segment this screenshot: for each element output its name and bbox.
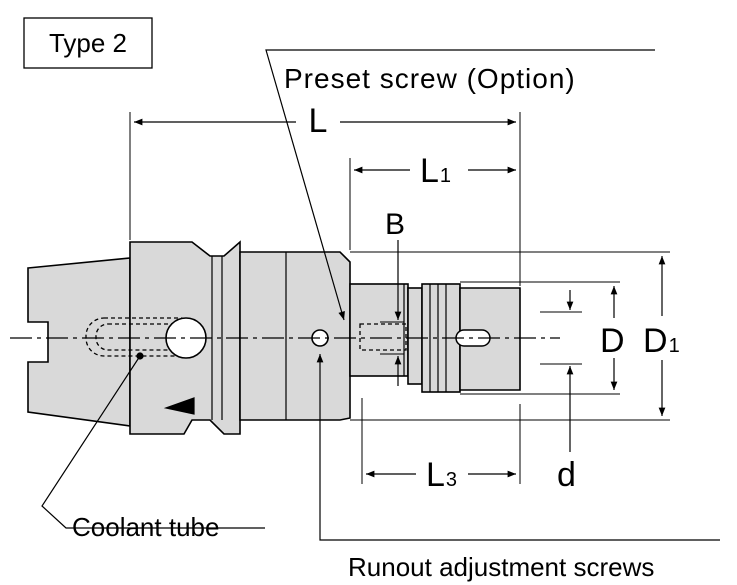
type-label-box: Type 2 <box>23 17 153 69</box>
coolant-tube-leader <box>41 355 265 529</box>
leader-lines <box>41 49 720 541</box>
runout-screws-label: Runout adjustment screws <box>348 552 654 582</box>
dimension-lines <box>134 118 666 478</box>
main-body <box>239 251 351 421</box>
dim-L3-label: L3 <box>426 456 457 494</box>
collar <box>407 287 423 385</box>
dim-L1-label: L1 <box>420 152 451 190</box>
dim-D-label: D <box>600 322 625 360</box>
coolant-tube-label: Coolant tube <box>72 512 219 542</box>
extension-lines <box>129 112 670 484</box>
runout-screws-leader <box>316 354 720 541</box>
dim-d-label: d <box>557 456 576 494</box>
dim-B-label: B <box>385 208 405 241</box>
dim-D1-label: D1 <box>643 322 680 360</box>
preset-screw-leader <box>265 49 655 321</box>
neck <box>349 283 409 377</box>
preset-screw-label: Preset screw (Option) <box>284 63 576 94</box>
taper-shank <box>27 257 131 427</box>
type-label: Type 2 <box>49 28 127 58</box>
dim-L-label: L <box>309 102 328 140</box>
